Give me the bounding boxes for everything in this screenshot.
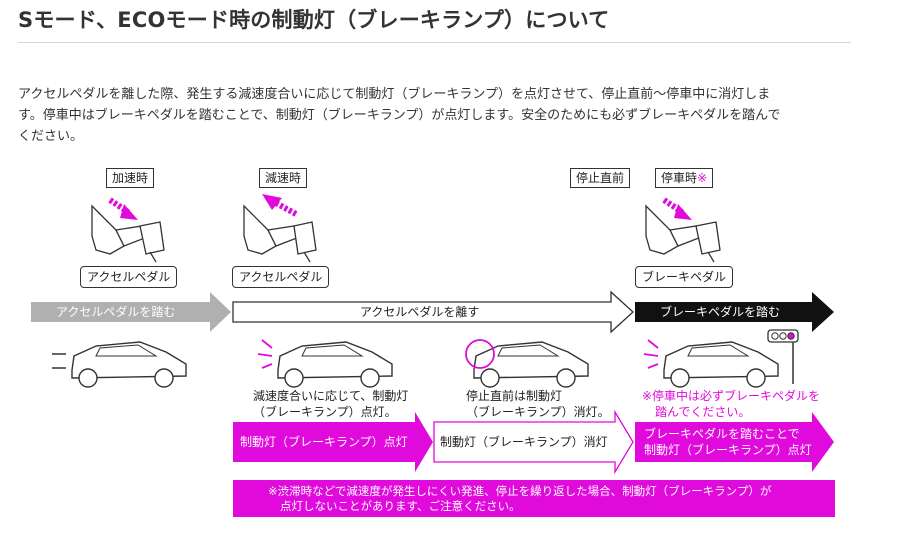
intro-line-2: す。停車中はブレーキペダルを踏むことで、制動灯（ブレーキランプ）が点灯します。安…	[18, 108, 781, 123]
desc-decel: 減速度合いに応じて、制動灯 （ブレーキランプ）点灯。	[253, 388, 408, 420]
band-text-brake-line-2: 制動灯（ブレーキランプ）点灯	[644, 443, 812, 457]
caution-note-line-1: ※渋滞時などで減速度が発生しにくい発進、停止を繰り返した場合、制動灯（ブレーキラ…	[268, 484, 772, 498]
stage-tag-stopped-mark: ※	[697, 171, 708, 185]
action-press-brake: ブレーキペダルを踏む	[660, 305, 781, 319]
pedal-label-brake: ブレーキペダル	[635, 266, 734, 288]
desc-before-stop-line-1: 停止直前は制動灯	[466, 389, 563, 403]
accel-foot-illustration-1	[91, 204, 165, 263]
traffic-light-icon	[767, 329, 799, 384]
brake-foot-illustration	[645, 204, 721, 263]
desc-decel-line-2: （ブレーキランプ）点灯。	[253, 405, 397, 419]
band-text-lamp-off: 制動灯（ブレーキランプ）消灯	[440, 435, 608, 449]
action-release-accel: アクセルペダルを離す	[360, 305, 480, 319]
stage-tag-stopped: 停車時※	[655, 168, 714, 188]
press-arrow-brake	[662, 197, 692, 220]
caution-note-line-2: 点灯しないことがあります、ご注意ください。	[280, 499, 521, 513]
page-title: Sモード、ECOモード時の制動灯（ブレーキランプ）について	[18, 8, 610, 32]
arrow-press-brake	[635, 292, 834, 332]
desc-decel-line-1: 減速度合いに応じて、制動灯	[253, 389, 409, 403]
action-press-accel: アクセルペダルを踏む	[56, 305, 176, 319]
desc-stopped-line-2: 踏んでください。	[655, 405, 751, 419]
band-text-lamp-on: 制動灯（ブレーキランプ）点灯	[240, 435, 408, 449]
band-text-brake-lamp-on: ブレーキペダルを踏むことで 制動灯（ブレーキランプ）点灯	[644, 426, 812, 458]
arrow-press-accel	[31, 292, 231, 332]
desc-before-stop: 停止直前は制動灯 （ブレーキランプ）消灯。	[466, 388, 610, 420]
pedal-label-accel-1: アクセルペダル	[80, 266, 178, 288]
intro-line-3: ください。	[18, 129, 84, 144]
car-accelerating-icon	[52, 341, 187, 388]
band-brake-lamp-on	[635, 412, 834, 472]
stage-tag-stopped-text: 停車時	[661, 171, 698, 185]
car-decelerating-icon	[257, 339, 393, 388]
title-divider	[18, 42, 851, 43]
stage-tag-accel: 加速時	[106, 168, 155, 188]
accel-foot-illustration-2	[243, 204, 317, 263]
release-arrow-accel	[262, 194, 298, 217]
caution-note: ※渋滞時などで減速度が発生しにくい発進、停止を繰り返した場合、制動灯（ブレーキラ…	[233, 480, 835, 517]
stage-tag-decel: 減速時	[259, 168, 308, 188]
stage-tag-before-stop: 停止直前	[570, 168, 631, 188]
pedal-label-accel-2: アクセルペダル	[232, 266, 330, 288]
desc-stopped-line-1: ※停車中は必ずブレーキペダルを	[642, 389, 821, 403]
desc-stopped: ※停車中は必ずブレーキペダルを 踏んでください。	[642, 388, 820, 420]
desc-before-stop-line-2: （ブレーキランプ）消灯。	[466, 405, 610, 419]
car-stopped-icon	[643, 339, 779, 388]
intro-line-1: アクセルペダルを離した際、発生する減速度合いに応じて制動灯（ブレーキランプ）を点…	[18, 87, 771, 102]
intro-paragraph: アクセルペダルを離した際、発生する減速度合いに応じて制動灯（ブレーキランプ）を点…	[18, 84, 844, 147]
band-lamp-off	[433, 409, 634, 475]
band-lamp-on	[233, 412, 433, 472]
press-arrow-accel	[108, 197, 138, 220]
arrow-release-accel	[232, 290, 634, 334]
band-text-brake-line-1: ブレーキペダルを踏むことで	[644, 427, 800, 441]
car-before-stop-icon	[465, 339, 589, 388]
